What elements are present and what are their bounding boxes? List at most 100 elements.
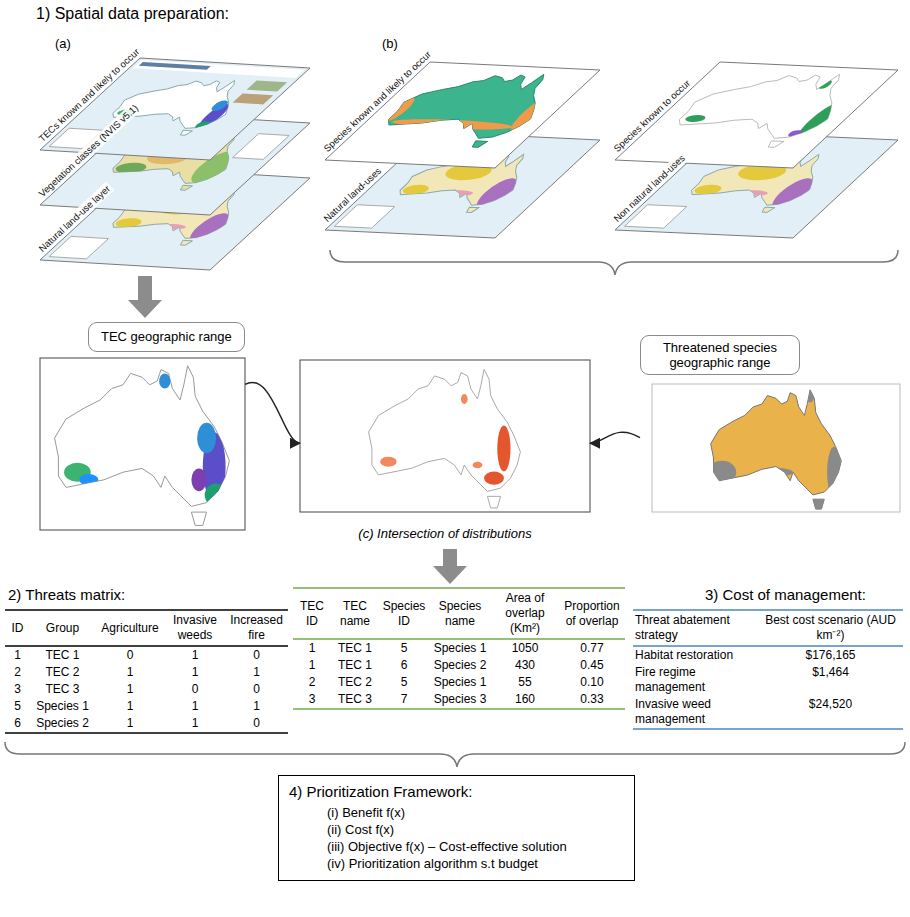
- table-cell: 3: [7, 682, 28, 697]
- table-cell: Species 1: [431, 675, 489, 690]
- curved-arrow: [245, 382, 300, 443]
- framework-item: (ii) Cost f(x): [289, 821, 624, 838]
- table-cell: 1: [227, 699, 286, 714]
- table-cell: 1: [167, 648, 223, 663]
- section-heading: 3) Cost of management:: [705, 586, 866, 604]
- table-cell: 55: [493, 675, 557, 690]
- table-cell: 0: [167, 682, 223, 697]
- table-rule: [293, 638, 625, 639]
- table-cell: Species 1: [431, 641, 489, 656]
- framework-item: (i) Benefit f(x): [289, 804, 624, 821]
- section-heading: 1) Spatial data preparation:: [36, 4, 229, 23]
- table-rule: [633, 728, 903, 729]
- curved-arrow: [590, 432, 640, 443]
- brace: [330, 250, 898, 275]
- map-panel: Threatened species geographic range: [640, 335, 902, 512]
- table-cell: 0.33: [561, 692, 623, 707]
- table-header-cell: Invasive weeds: [167, 613, 223, 643]
- table-cell: 2: [295, 675, 329, 690]
- table-rule: [5, 645, 288, 646]
- table-cell: 0.10: [561, 675, 623, 690]
- table-cell: 1: [295, 658, 329, 673]
- table-cell: 6: [381, 658, 427, 673]
- table-cell: 2: [7, 665, 28, 680]
- table-cell: Fire regime management: [635, 665, 756, 695]
- table-cell: 1: [295, 641, 329, 656]
- table-cell: $176,165: [760, 648, 901, 663]
- framework-item: (iv) Prioritization algorithm s.t budget: [289, 855, 624, 872]
- table-rule: [5, 732, 288, 733]
- table-header-cell: Agriculture: [97, 621, 163, 636]
- section-heading: 2) Threats matrix:: [8, 586, 125, 604]
- framework-item: (iii) Objective f(x) – Cost-effective so…: [289, 838, 624, 855]
- table-cell: TEC 2: [32, 665, 93, 680]
- range-label: Threatened species geographic range: [640, 335, 800, 375]
- table-cell: 3: [295, 692, 329, 707]
- table-cell: 7: [381, 692, 427, 707]
- table-cell: 0.45: [561, 658, 623, 673]
- table-header-cell: Best cost scenario (AUD km⁻²): [760, 613, 901, 643]
- panel-letter: (a): [55, 36, 71, 52]
- table-header-cell: Increased fire: [227, 613, 286, 643]
- block-arrow: [433, 549, 467, 584]
- table-cell: 5: [7, 699, 28, 714]
- table-cell: TEC 1: [333, 658, 377, 673]
- table-cell: 1: [97, 682, 163, 697]
- table-cell: Species 2: [431, 658, 489, 673]
- brace: [5, 742, 905, 767]
- map-frame: [300, 360, 590, 512]
- table-header-cell: Group: [32, 621, 93, 636]
- table-cell: 1: [97, 699, 163, 714]
- table-cell: TEC 1: [333, 641, 377, 656]
- block-arrow: [128, 276, 162, 318]
- table-cell: Species 2: [32, 716, 93, 731]
- table-cell: $24,520: [760, 697, 901, 712]
- table-cell: Invasive weed management: [635, 697, 756, 727]
- table-cell: TEC 3: [333, 692, 377, 707]
- table-header-cell: ID: [7, 621, 28, 636]
- table-cell: 0: [227, 716, 286, 731]
- australia-map: [55, 366, 230, 526]
- table-cell: 1: [97, 716, 163, 731]
- table-cell: $1,464: [760, 665, 901, 680]
- table-cell: TEC 3: [32, 682, 93, 697]
- table-cell: 6: [7, 716, 28, 731]
- map-frame: [40, 358, 245, 530]
- table-header-cell: TEC name: [333, 599, 377, 629]
- table-header-cell: Area of overlap (Km²): [493, 591, 557, 636]
- table-cell: Species 3: [431, 692, 489, 707]
- framework-heading: 4) Prioritization Framework:: [289, 782, 624, 801]
- table-cell: 1: [227, 665, 286, 680]
- map-panel: (c) Intersection of distributions: [300, 360, 590, 545]
- table-cell: Habitat restoration: [635, 648, 756, 663]
- table-header-cell: TEC ID: [295, 599, 329, 629]
- table-rule: [5, 609, 288, 610]
- table-cell: Species 1: [32, 699, 93, 714]
- table-rule: [293, 708, 625, 709]
- table-cell: 0: [227, 682, 286, 697]
- table-cell: 0: [97, 648, 163, 663]
- table-header-cell: Species ID: [381, 599, 427, 629]
- australia-map: [708, 388, 841, 514]
- panel-letter: (b): [382, 36, 398, 52]
- table-cell: TEC 1: [32, 648, 93, 663]
- table-header-cell: Threat abatement strategy: [635, 613, 756, 643]
- map-panel: TEC geographic range: [40, 322, 245, 530]
- table-cell: TEC 2: [333, 675, 377, 690]
- table-cell: 1: [7, 648, 28, 663]
- table-header-cell: Species name: [431, 599, 489, 629]
- table-rule: [293, 587, 625, 588]
- table-rule: [633, 645, 903, 646]
- table-cell: 160: [493, 692, 557, 707]
- table-header-cell: Proportion of overlap: [561, 599, 623, 629]
- table-cell: 1: [167, 699, 223, 714]
- table-cell: 1: [167, 665, 223, 680]
- table-cell: 1: [97, 665, 163, 680]
- map-frame: [652, 384, 900, 512]
- table-cell: 5: [381, 675, 427, 690]
- map-caption: (c) Intersection of distributions: [300, 526, 590, 542]
- table-cell: 430: [493, 658, 557, 673]
- table-rule: [633, 609, 903, 610]
- table-cell: 5: [381, 641, 427, 656]
- table-cell: 1050: [493, 641, 557, 656]
